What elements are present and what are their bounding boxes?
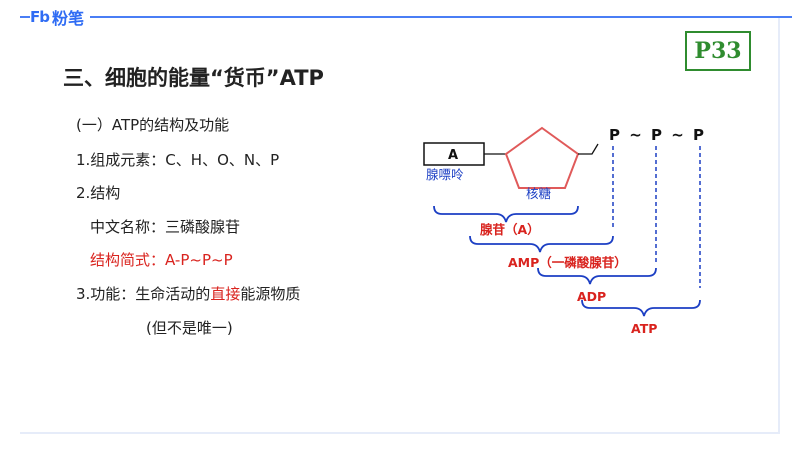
page-tag: P33 — [685, 31, 751, 71]
logo-text: 粉笔 — [51, 9, 84, 28]
adp-label: ADP — [577, 289, 606, 304]
logo-mark: Fb — [30, 8, 50, 26]
adp-brace — [537, 267, 657, 285]
connector-ribose-phosphate — [578, 143, 599, 155]
phosphate-chain: P ~ P ~ P — [609, 126, 706, 144]
atp-label: ATP — [631, 321, 657, 336]
adenine-label: 腺嘌呤 — [426, 167, 464, 182]
atp-brace — [581, 299, 701, 317]
ribose-pentagon — [504, 126, 580, 189]
chinese-name-line: 中文名称：三磷酸腺苷 — [90, 218, 241, 236]
formula-line: 结构简式：A-P~P~P — [90, 251, 233, 269]
amp-brace — [469, 235, 614, 253]
function-text-a: 3.功能：生命活动的 — [76, 285, 211, 303]
section-heading: (一）ATP的结构及功能 — [76, 116, 230, 134]
adenine-box-label: A — [448, 148, 458, 163]
amp-label: AMP（一磷酸腺苷） — [508, 255, 627, 270]
slide-frame — [20, 18, 780, 434]
brand-logo: Fb 粉笔 — [30, 6, 90, 28]
adenosine-label: 腺苷（A） — [480, 222, 540, 237]
note-line: (但不是唯一) — [146, 319, 233, 337]
structure-heading: 2.结构 — [76, 184, 121, 202]
function-line: 3.功能：生命活动的直接能源物质 — [76, 283, 300, 304]
atp-structure-diagram: A P ~ P ~ P 腺嘌呤 核糖 腺苷（A） AMP（一磷酸腺苷） ADP … — [423, 126, 706, 336]
function-highlight: 直接 — [210, 285, 241, 303]
elements-line: 1.组成元素：C、H、O、N、P — [76, 151, 280, 169]
function-text-c: 能源物质 — [240, 285, 301, 303]
adenosine-brace — [433, 205, 579, 223]
header-rule — [20, 16, 792, 18]
ribose-label: 核糖 — [526, 186, 552, 201]
slide-title: 三、细胞的能量“货币”ATP — [63, 66, 324, 90]
